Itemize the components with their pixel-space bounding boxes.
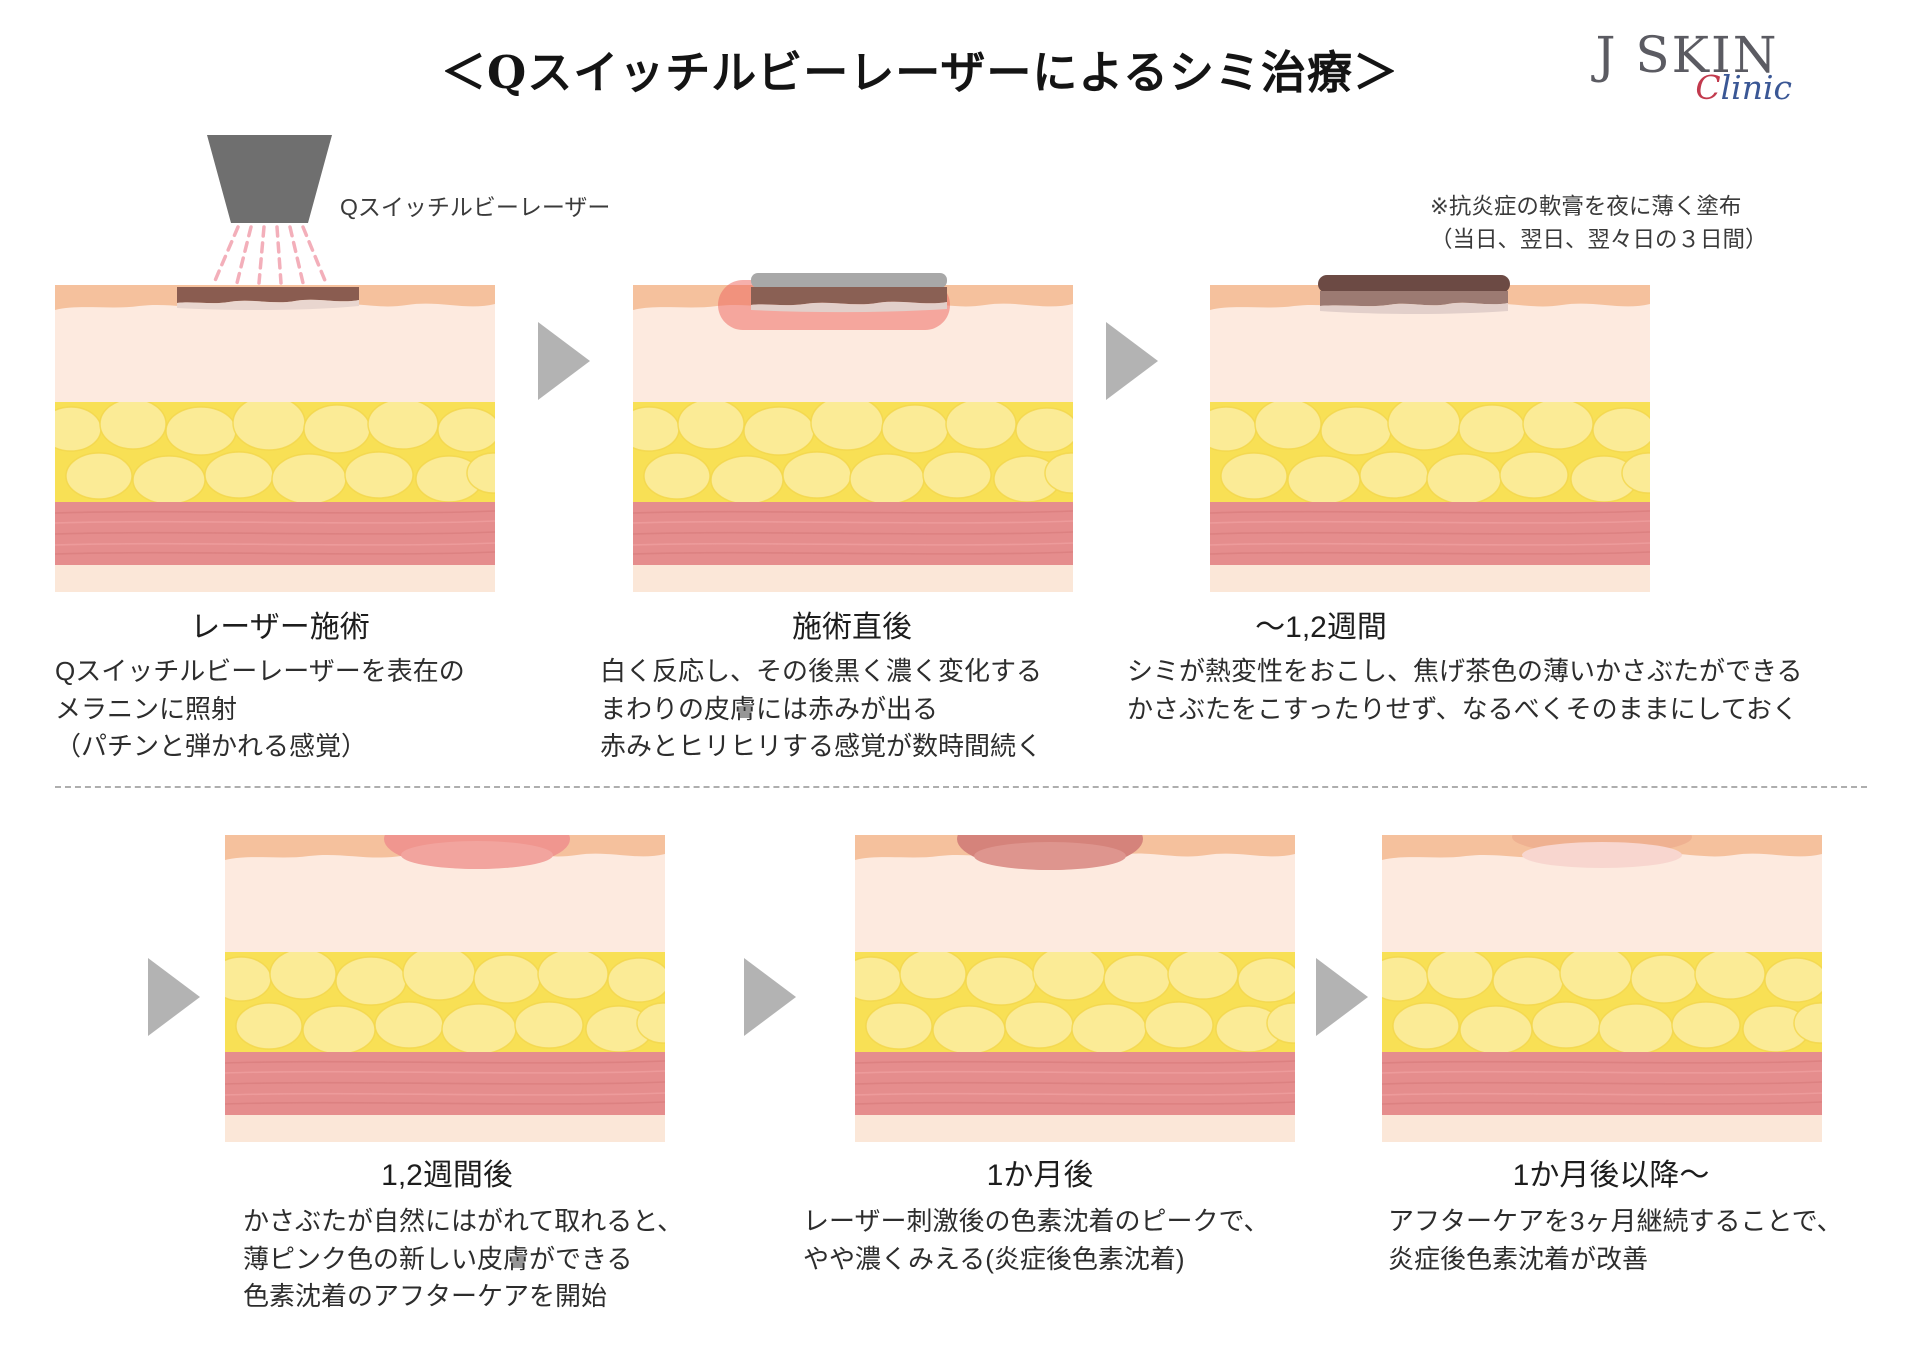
desc-line: レーザー刺激後の色素沈着のピークで、 bbox=[803, 1206, 1270, 1236]
panel-description-after: アフターケアを3ヶ月継続することで、 炎症後色素沈着が改善 bbox=[1388, 1203, 1843, 1278]
skin-diagram-peel bbox=[225, 805, 665, 1145]
panel-label-immediate: 施術直後 bbox=[792, 611, 912, 644]
desc-line: 白く反応し、その後黒く濃く変化する bbox=[600, 656, 1043, 686]
panel-description-month: レーザー刺激後の色素沈着のピークで、 やや濃くみえる(炎症後色素沈着) bbox=[803, 1203, 1269, 1278]
laser-device-icon bbox=[200, 105, 350, 290]
desc-line: 赤みとヒリヒリする感覚が数時間続く bbox=[600, 731, 1043, 761]
panel-description-immediate: 白く反応し、その後黒く濃く変化する まわりの皮膚には赤みが出る 赤みとヒリヒリす… bbox=[600, 653, 1042, 766]
desc-line: まわりの皮膚には赤みが出る bbox=[600, 693, 939, 724]
skin-diagram-immediate bbox=[633, 255, 1073, 595]
arrow-right-icon bbox=[538, 322, 590, 400]
desc-line: メラニンに照射 bbox=[55, 693, 238, 724]
logo-script: Clinic bbox=[1572, 68, 1802, 107]
skin-diagram-month bbox=[855, 805, 1295, 1145]
arrow-right-icon bbox=[1106, 322, 1158, 400]
laser-device-label: Qスイッチルビーレーザー bbox=[340, 194, 611, 220]
skin-diagram-laser bbox=[55, 255, 495, 595]
logo-script-initial: C bbox=[1695, 68, 1721, 107]
panel-description-laser: Qスイッチルビーレーザーを表在の メラニンに照射 （パチンと弾かれる感覚） bbox=[55, 653, 465, 766]
arrow-right-icon bbox=[744, 958, 796, 1036]
panel-label-month: 1か月後 bbox=[986, 1159, 1094, 1192]
desc-line: 色素沈着のアフターケアを開始 bbox=[243, 1281, 608, 1311]
panel-description-peel: かさぶたが自然にはがれて取れると、 薄ピンク色の新しい皮膚ができる 色素沈着のア… bbox=[243, 1203, 683, 1316]
clinic-logo: J SKIN Clinic bbox=[1572, 26, 1802, 107]
panel-label-after: 1か月後以降～ bbox=[1512, 1159, 1710, 1192]
ointment-note: ※抗炎症の軟膏を夜に薄く塗布 （当日、翌日、翌々日の３日間） bbox=[1430, 190, 1768, 256]
desc-line: かさぶたをこすったりせず、なるべくそのままにしておく bbox=[1127, 693, 1799, 724]
desc-line: やや濃くみえる(炎症後色素沈着) bbox=[803, 1243, 1185, 1274]
desc-line: シミが熱変性をおこし、焦げ茶色の薄いかさぶたができる bbox=[1127, 656, 1803, 686]
logo-text: J SKIN bbox=[1595, 26, 1779, 84]
desc-line: Qスイッチルビーレーザーを表在の bbox=[55, 656, 465, 686]
panel-label-scab: ～1,2週間 bbox=[1255, 611, 1387, 644]
skin-diagram-after bbox=[1382, 805, 1822, 1145]
desc-line: かさぶたが自然にはがれて取れると、 bbox=[243, 1206, 684, 1236]
panel-description-scab: シミが熱変性をおこし、焦げ茶色の薄いかさぶたができる かさぶたをこすったりせず、… bbox=[1127, 653, 1802, 728]
panel-label-laser: レーザー施術 bbox=[190, 611, 370, 644]
desc-line: 薄ピンク色の新しい皮膚ができる bbox=[243, 1243, 633, 1274]
desc-line: （パチンと弾かれる感覚） bbox=[55, 731, 368, 761]
ointment-note-line1: ※抗炎症の軟膏を夜に薄く塗布 bbox=[1430, 194, 1742, 219]
desc-line: 炎症後色素沈着が改善 bbox=[1388, 1243, 1649, 1274]
page-title: ＜Qスイッチルビーレーザーによるシミ治療＞ bbox=[441, 46, 1399, 99]
arrow-right-icon bbox=[148, 958, 200, 1036]
skin-diagram-scab bbox=[1210, 255, 1650, 595]
ointment-note-line2: （当日、翌日、翌々日の３日間） bbox=[1430, 227, 1768, 252]
desc-line: アフターケアを3ヶ月継続することで、 bbox=[1388, 1206, 1843, 1236]
logo-script-rest: linic bbox=[1720, 68, 1792, 107]
panel-label-peel: 1,2週間後 bbox=[381, 1159, 513, 1192]
row-divider bbox=[55, 786, 1867, 788]
arrow-right-icon bbox=[1316, 958, 1368, 1036]
